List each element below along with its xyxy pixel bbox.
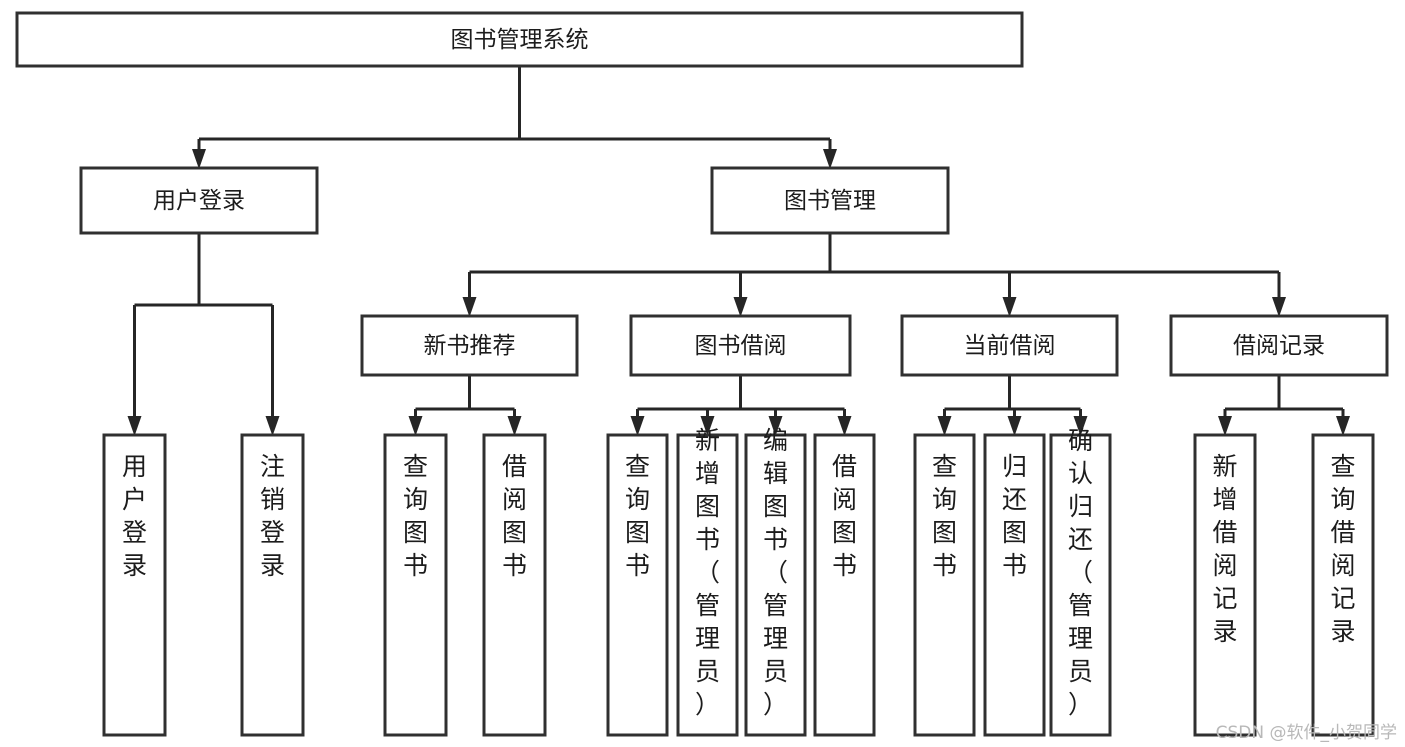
node-label: 图书管理系统 (451, 27, 589, 53)
node-box (900, 314, 1119, 377)
arrow-down-icon (462, 297, 477, 317)
node-box (983, 433, 1046, 737)
arrow-down-icon (1336, 416, 1350, 436)
node-borrow-records[interactable]: 借阅记录 (1169, 314, 1389, 377)
node-label: 查询借阅记录 (1330, 452, 1355, 646)
node-label: 新增借阅记录 (1212, 452, 1237, 646)
node-label: 借阅记录 (1233, 333, 1325, 359)
node-label: 查询图书 (403, 452, 428, 580)
arrow-down-icon (937, 416, 952, 436)
node-box (813, 433, 876, 737)
arrow-down-icon (507, 416, 522, 436)
arrow-down-icon (1218, 416, 1232, 436)
node-label: 新书推荐 (424, 333, 516, 359)
arrow-down-icon (837, 416, 852, 436)
node-label: 用户登录 (153, 188, 245, 214)
arrow-down-icon (823, 149, 837, 169)
node-box (744, 433, 807, 737)
node-box (1049, 433, 1112, 737)
node-box (913, 433, 976, 737)
node-label: 新增图书（管理员） (695, 426, 720, 719)
node-user-login[interactable]: 用户登录 (79, 166, 319, 235)
arrow-down-icon (700, 416, 715, 436)
node-leaf-return-book[interactable]: 归还图书 (983, 433, 1046, 737)
node-box (102, 433, 167, 737)
node-box (240, 433, 305, 737)
node-leaf-logout[interactable]: 注销登录 (240, 433, 305, 737)
arrow-down-icon (733, 297, 748, 317)
node-label: 编辑图书（管理员） (763, 426, 788, 719)
node-leaf-user-login[interactable]: 用户登录 (102, 433, 167, 737)
node-label: 用户登录 (122, 452, 147, 580)
node-label: 当前借阅 (964, 333, 1056, 359)
node-leaf-query-book-recommend[interactable]: 查询图书 (383, 433, 448, 737)
node-leaf-add-borrow-record[interactable]: 新增借阅记录 (1193, 433, 1257, 737)
node-label: 图书借阅 (695, 333, 787, 359)
node-label: 注销登录 (260, 452, 285, 580)
node-box (629, 314, 852, 377)
connector-layer (127, 66, 1350, 436)
node-current-borrow[interactable]: 当前借阅 (900, 314, 1119, 377)
node-leaf-query-book-current[interactable]: 查询图书 (913, 433, 976, 737)
watermark-text: CSDN @软件_小贺同学 (1215, 723, 1397, 743)
node-box (1193, 433, 1257, 737)
arrow-down-icon (1073, 416, 1088, 436)
connector-current-borrow (937, 375, 1088, 436)
node-leaf-query-borrow-record[interactable]: 查询借阅记录 (1311, 433, 1375, 737)
node-leaf-confirm-return-admin[interactable]: 确认归还（管理员） (1049, 426, 1112, 737)
node-new-book-recommend[interactable]: 新书推荐 (360, 314, 579, 377)
node-label: 借阅图书 (502, 452, 527, 580)
connector-book-management (462, 233, 1286, 317)
arrow-down-icon (265, 416, 280, 436)
node-box (676, 433, 739, 737)
connector-new-book-recommend (408, 375, 522, 436)
arrow-down-icon (630, 416, 645, 436)
node-label: 借阅图书 (832, 452, 857, 580)
connector-root (192, 66, 837, 169)
node-book-management[interactable]: 图书管理 (710, 166, 950, 235)
arrow-down-icon (127, 416, 142, 436)
node-layer: 图书管理系统用户登录图书管理新书推荐图书借阅当前借阅借阅记录用户登录注销登录查询… (15, 11, 1389, 737)
node-label: 归还图书 (1002, 452, 1027, 580)
node-label: 查询图书 (625, 452, 650, 580)
node-box (606, 433, 669, 737)
node-box (383, 433, 448, 737)
node-box (79, 166, 319, 235)
node-box (482, 433, 547, 737)
arrow-down-icon (1272, 297, 1286, 317)
node-box (1169, 314, 1389, 377)
arrow-down-icon (408, 416, 423, 436)
node-leaf-add-book-admin[interactable]: 新增图书（管理员） (676, 426, 739, 737)
connector-book-borrow (630, 375, 852, 436)
connector-borrow-records (1218, 375, 1350, 436)
node-label: 图书管理 (784, 188, 876, 214)
node-box (360, 314, 579, 377)
arrow-down-icon (1002, 297, 1017, 317)
node-leaf-borrow-book[interactable]: 借阅图书 (813, 433, 876, 737)
connector-user-login (127, 233, 280, 436)
node-root[interactable]: 图书管理系统 (15, 11, 1024, 68)
node-label: 确认归还（管理员） (1068, 426, 1093, 719)
node-leaf-query-book-borrow[interactable]: 查询图书 (606, 433, 669, 737)
node-leaf-edit-book-admin[interactable]: 编辑图书（管理员） (744, 426, 807, 737)
node-box (1311, 433, 1375, 737)
node-box (15, 11, 1024, 68)
node-label: 查询图书 (932, 452, 957, 580)
node-book-borrow[interactable]: 图书借阅 (629, 314, 852, 377)
arrow-down-icon (768, 416, 783, 436)
node-leaf-borrow-book-recommend[interactable]: 借阅图书 (482, 433, 547, 737)
arrow-down-icon (1007, 416, 1022, 436)
node-box (710, 166, 950, 235)
arrow-down-icon (192, 149, 206, 169)
